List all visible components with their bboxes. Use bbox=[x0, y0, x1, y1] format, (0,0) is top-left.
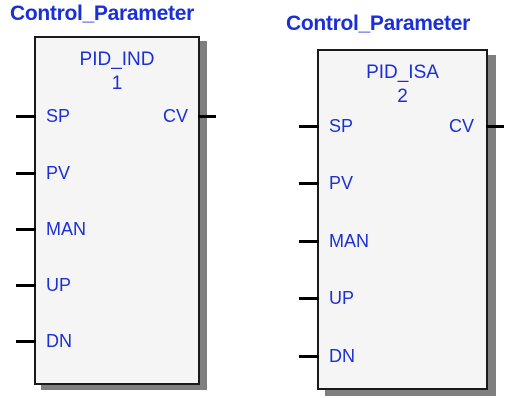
input-label-man: MAN bbox=[46, 219, 86, 239]
input-pin-dn[interactable] bbox=[16, 340, 36, 343]
input-label-up: UP bbox=[46, 275, 72, 295]
function-block-box[interactable]: PID_ISA 2 SP PV MAN UP DN CV bbox=[317, 49, 488, 390]
input-label-sp: SP bbox=[329, 116, 354, 136]
function-name: PID_IND bbox=[79, 49, 155, 70]
function-name: PID_ISA bbox=[366, 62, 439, 83]
output-pin-cv[interactable] bbox=[198, 115, 216, 118]
input-label-dn: DN bbox=[46, 331, 72, 351]
input-label-man: MAN bbox=[329, 231, 369, 251]
input-label-pv: PV bbox=[329, 173, 354, 193]
input-label-pv: PV bbox=[46, 163, 71, 183]
instance-number: 1 bbox=[111, 73, 123, 94]
input-pin-pv[interactable] bbox=[299, 182, 319, 185]
instance-number: 2 bbox=[397, 86, 408, 107]
input-pin-dn[interactable] bbox=[299, 355, 319, 358]
input-pin-up[interactable] bbox=[16, 284, 36, 287]
input-label-dn: DN bbox=[329, 346, 355, 366]
block-title: Control_Parameter bbox=[10, 2, 194, 25]
output-pin-cv[interactable] bbox=[486, 125, 504, 128]
output-label-cv: CV bbox=[448, 116, 474, 136]
input-pin-man[interactable] bbox=[16, 228, 36, 231]
input-pin-man[interactable] bbox=[299, 240, 319, 243]
input-pin-pv[interactable] bbox=[16, 172, 36, 175]
function-block-box[interactable]: PID_IND 1 SP PV MAN UP DN CV bbox=[34, 36, 200, 385]
input-pin-sp[interactable] bbox=[16, 115, 36, 118]
output-label-cv: CV bbox=[162, 106, 188, 126]
input-pin-up[interactable] bbox=[299, 297, 319, 300]
input-label-sp: SP bbox=[46, 106, 71, 126]
block-title: Control_Parameter bbox=[286, 12, 470, 35]
input-pin-sp[interactable] bbox=[299, 125, 319, 128]
input-label-up: UP bbox=[329, 288, 355, 308]
